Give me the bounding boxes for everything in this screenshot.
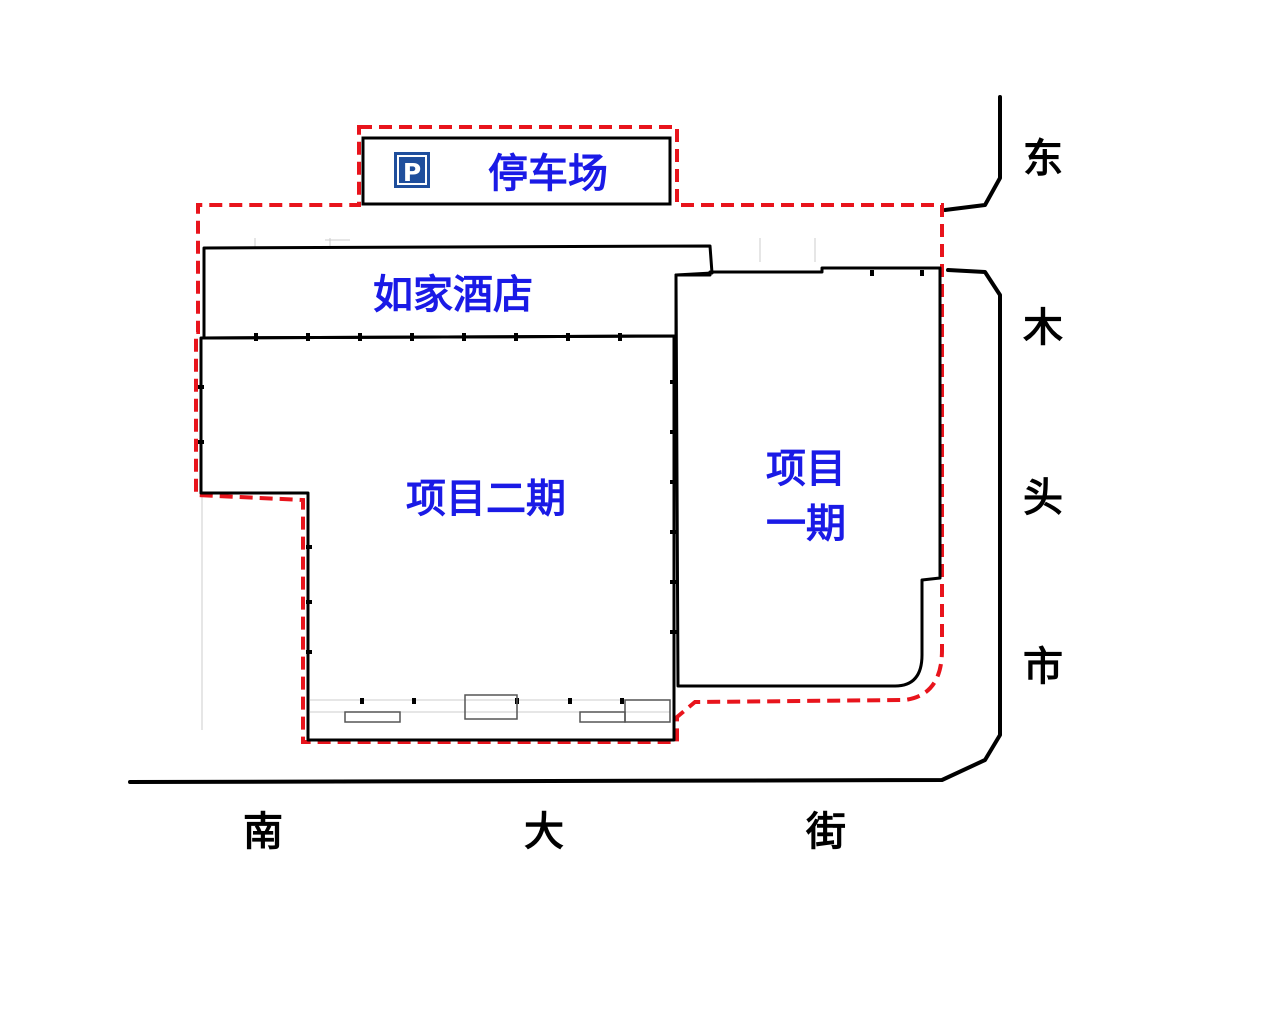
hotel-label: 如家酒店 [373, 272, 533, 318]
parking-sign-letter: P [403, 158, 421, 187]
phase2-label: 项目二期 [406, 476, 566, 522]
phase2-outline [199, 334, 676, 742]
east-street-char-3: 头 [1023, 475, 1063, 521]
east-road-lower-edge [128, 268, 1002, 784]
south-street-char-2: 大 [524, 809, 564, 855]
parking-label: 停车场 [488, 151, 608, 197]
east-road-upper-edge [943, 95, 1002, 212]
south-street-char-3: 街 [805, 809, 846, 855]
east-street-label: 东 木 头 市 [1023, 136, 1063, 690]
phase1-label-line2: 一期 [766, 501, 846, 547]
column-ticks [198, 270, 924, 704]
phase1-label-line1: 项目 [766, 446, 846, 492]
east-street-char-2: 木 [1023, 305, 1063, 351]
building-outlines [199, 244, 942, 742]
south-street-char-1: 南 [243, 809, 283, 855]
roads [128, 95, 1002, 784]
south-street-label: 南 大 街 [243, 809, 846, 855]
phase1-outline [674, 266, 942, 688]
site-boundary [194, 125, 944, 744]
east-street-char-4: 市 [1023, 644, 1063, 690]
parking-sign-icon: P [394, 152, 430, 188]
entrance-details [344, 694, 671, 723]
parking-lot: P 停车场 [361, 136, 672, 206]
east-street-char-1: 东 [1023, 136, 1063, 182]
